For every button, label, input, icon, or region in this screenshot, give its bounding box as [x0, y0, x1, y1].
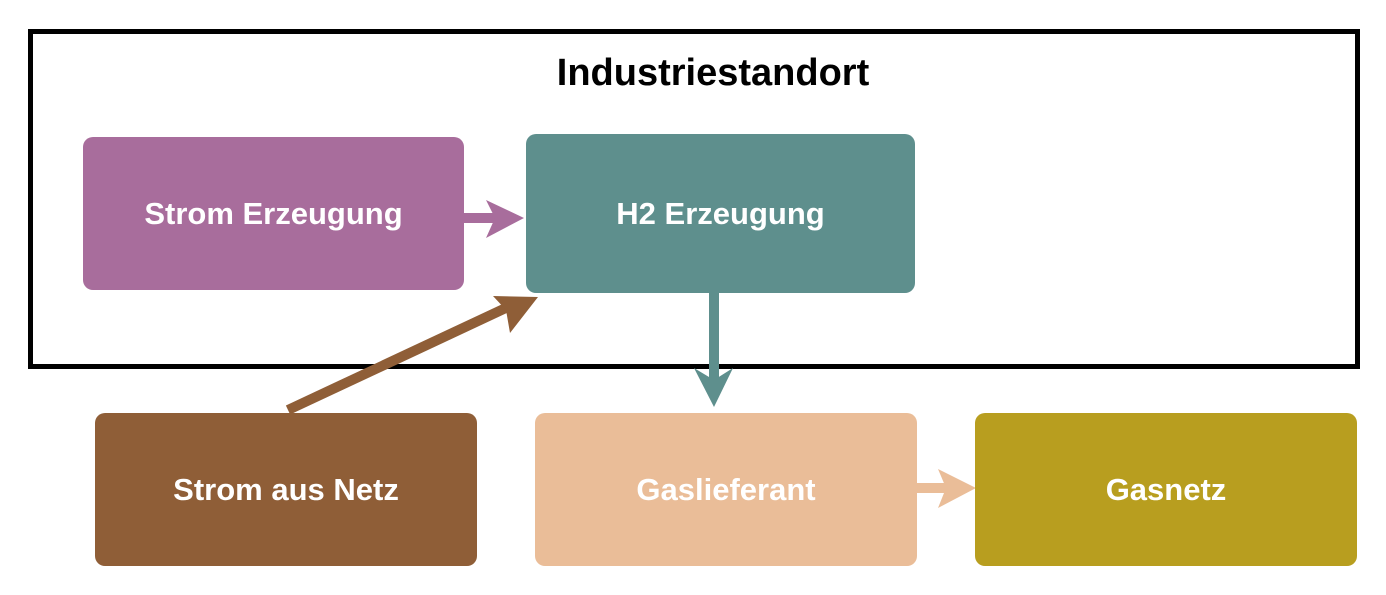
edge-strom-aus-netz-to-h2-erzeugung [285, 296, 538, 415]
node-label: Gaslieferant [636, 471, 816, 507]
industriestandort-container [28, 29, 1360, 369]
container-title: Industriestandort [556, 52, 870, 94]
node-label: Gasnetz [1105, 471, 1227, 507]
edge-gaslieferant-to-gasnetz [916, 469, 976, 508]
node-strom-aus-netz: Strom aus Netz [95, 413, 477, 566]
node-strom-erzeugung: Strom Erzeugung [83, 137, 464, 290]
node-label: Strom Erzeugung [144, 195, 403, 231]
node-h2-erzeugung: H2 Erzeugung [526, 134, 915, 293]
edge-h2-erzeugung-to-gaslieferant [694, 292, 733, 407]
node-label: H2 Erzeugung [616, 196, 825, 231]
node-gaslieferant: Gaslieferant [535, 413, 917, 566]
edge-strom-erzeugung-to-h2-erzeugung [463, 200, 524, 238]
node-gasnetz: Gasnetz [975, 413, 1357, 566]
node-label: Strom aus Netz [173, 471, 399, 507]
